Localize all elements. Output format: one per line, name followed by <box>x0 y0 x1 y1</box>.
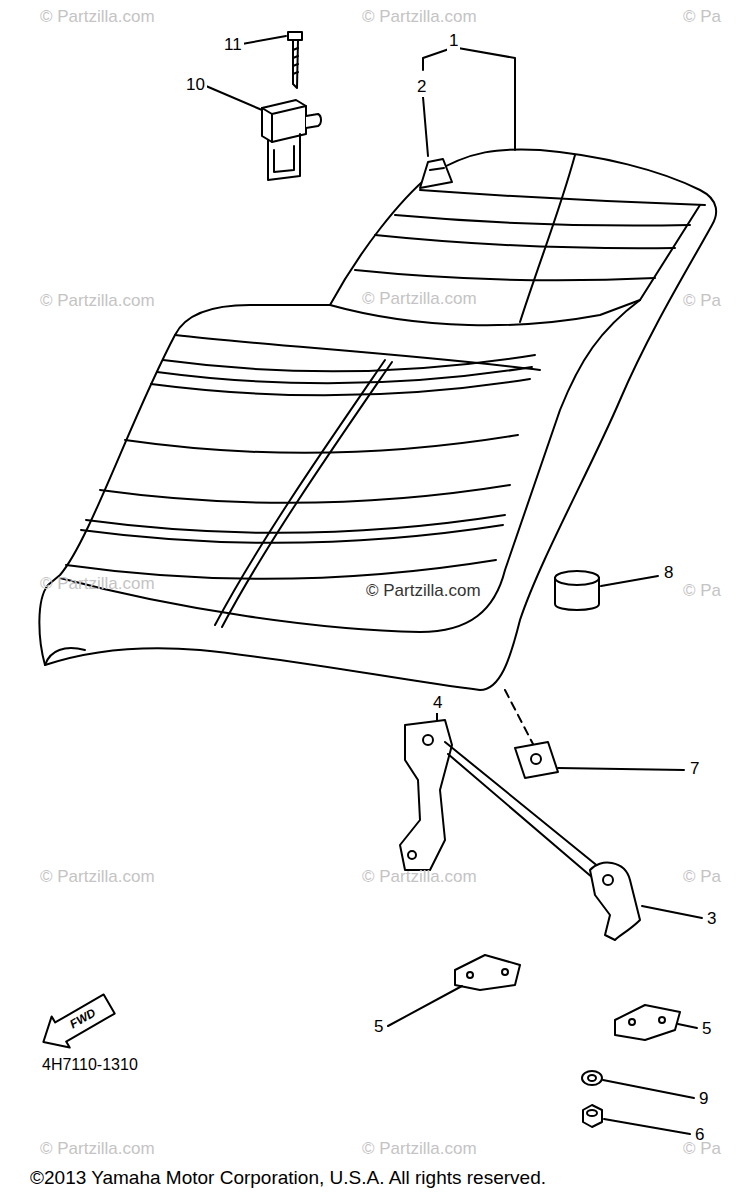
watermark: © Partzilla.com <box>362 290 477 309</box>
copyright-notice: ©2013 Yamaha Motor Corporation, U.S.A. A… <box>30 1168 546 1189</box>
watermark: © Partzilla.com <box>40 868 155 887</box>
callout-number: 5 <box>372 1018 385 1037</box>
watermark: © Pa <box>683 8 721 27</box>
watermark: © Partzilla.com <box>362 868 477 887</box>
callout-number: 9 <box>697 1090 710 1109</box>
watermark: © Pa <box>683 868 721 887</box>
callout-number: 3 <box>705 910 718 929</box>
watermark: © Partzilla.com <box>40 292 155 311</box>
watermark: © Partzilla.com <box>362 1140 477 1159</box>
callout-number: 11 <box>222 36 244 55</box>
callout-number: 4 <box>431 694 444 713</box>
watermark: © Pa <box>683 1140 721 1159</box>
diagram-code: 4H7110-1310 <box>40 1056 140 1074</box>
callout-number: 1 <box>447 32 460 51</box>
watermark: © Pa <box>683 292 721 311</box>
watermark: © Partzilla.com <box>40 8 155 27</box>
callout-number: 8 <box>662 564 675 583</box>
callout-number: 10 <box>184 76 207 95</box>
watermark: © Partzilla.com <box>364 582 483 601</box>
watermark: © Pa <box>683 582 721 601</box>
callout-number: 5 <box>700 1020 713 1039</box>
watermark: © Partzilla.com <box>40 575 155 594</box>
watermark: © Partzilla.com <box>40 1140 155 1159</box>
watermark: © Partzilla.com <box>362 8 477 27</box>
callout-number: 2 <box>415 78 428 97</box>
callout-number: 7 <box>688 760 701 779</box>
